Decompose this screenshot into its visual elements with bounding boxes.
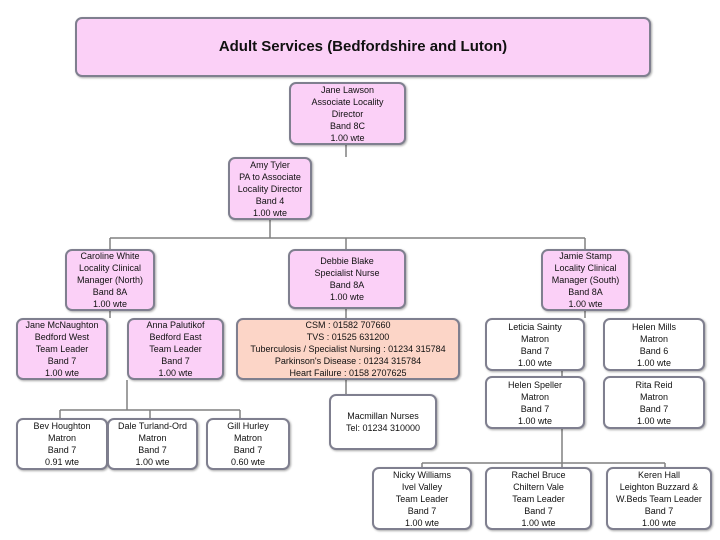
node-jane-mcnaughton: Jane McNaughton Bedford West Team Leader…: [16, 318, 108, 380]
node-label: Keren Hall Leighton Buzzard & W.Beds Tea…: [616, 469, 702, 528]
node-debbie-blake: Debbie Blake Specialist Nurse Band 8A 1.…: [288, 249, 406, 309]
node-label: Helen Speller Matron Band 7 1.00 wte: [507, 379, 563, 426]
node-helen-speller: Helen Speller Matron Band 7 1.00 wte: [485, 376, 585, 429]
node-jamie-stamp: Jamie Stamp Locality Clinical Manager (S…: [541, 249, 630, 311]
node-label: CSM : 01582 707660 TVS : 01525 631200 Tu…: [250, 320, 446, 378]
node-macmillan-nurses: Macmillan Nurses Tel: 01234 310000: [329, 394, 437, 450]
node-label: Anna Palutikof Bedford East Team Leader …: [146, 320, 205, 378]
node-helen-mills: Helen Mills Matron Band 6 1.00 wte: [603, 318, 705, 371]
node-label: Dale Turland-Ord Matron Band 7 1.00 wte: [117, 421, 188, 467]
node-anna-palutikof: Anna Palutikof Bedford East Team Leader …: [127, 318, 224, 380]
node-label: Jane McNaughton Bedford West Team Leader…: [25, 320, 99, 378]
node-leticia-sainty: Leticia Sainty Matron Band 7 1.00 wte: [485, 318, 585, 371]
node-keren-hall: Keren Hall Leighton Buzzard & W.Beds Tea…: [606, 467, 712, 530]
node-label: Caroline White Locality Clinical Manager…: [76, 251, 144, 309]
node-label: Debbie Blake Specialist Nurse Band 8A 1.…: [314, 256, 380, 302]
node-nicky-williams: Nicky Williams Ivel Valley Team Leader B…: [372, 467, 472, 530]
node-bev-houghton: Bev Houghton Matron Band 7 0.91 wte: [16, 418, 108, 470]
node-gill-hurley: Gill Hurley Matron Band 7 0.60 wte: [206, 418, 290, 470]
node-label: Helen Mills Matron Band 6 1.00 wte: [631, 321, 676, 368]
node-label: Leticia Sainty Matron Band 7 1.00 wte: [508, 321, 562, 368]
node-amy-tyler: Amy Tyler PA to Associate Locality Direc…: [228, 157, 312, 220]
node-specialist-contacts: CSM : 01582 707660 TVS : 01525 631200 Tu…: [236, 318, 460, 380]
node-label: Macmillan Nurses Tel: 01234 310000: [345, 411, 421, 433]
node-label: Nicky Williams Ivel Valley Team Leader B…: [393, 469, 451, 528]
title-box: Adult Services (Bedfordshire and Luton): [75, 17, 651, 77]
page-title: Adult Services (Bedfordshire and Luton): [218, 38, 508, 55]
node-label: Rachel Bruce Chiltern Vale Team Leader B…: [511, 469, 566, 528]
node-rachel-bruce: Rachel Bruce Chiltern Vale Team Leader B…: [485, 467, 592, 530]
node-caroline-white: Caroline White Locality Clinical Manager…: [65, 249, 155, 311]
node-label: Bev Houghton Matron Band 7 0.91 wte: [33, 421, 91, 467]
node-jane-lawson: Jane Lawson Associate Locality Director …: [289, 82, 406, 145]
node-label: Gill Hurley Matron Band 7 0.60 wte: [227, 421, 269, 467]
node-label: Amy Tyler PA to Associate Locality Direc…: [237, 159, 303, 218]
node-rita-reid: Rita Reid Matron Band 7 1.00 wte: [603, 376, 705, 429]
node-label: Jamie Stamp Locality Clinical Manager (S…: [551, 251, 620, 309]
node-label: Jane Lawson Associate Locality Director …: [311, 84, 384, 143]
node-label: Rita Reid Matron Band 7 1.00 wte: [635, 379, 673, 426]
node-dale-turland-ord: Dale Turland-Ord Matron Band 7 1.00 wte: [107, 418, 198, 470]
